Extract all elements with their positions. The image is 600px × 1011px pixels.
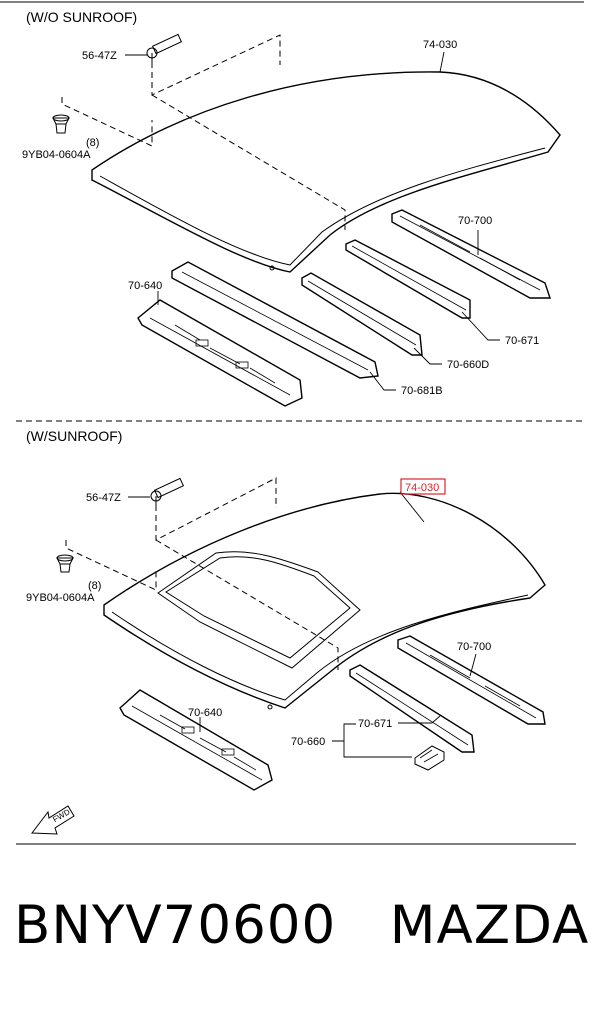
footer-brand: MAZDA — [389, 895, 590, 956]
label-9yb04-0604a: 9YB04-0604A — [22, 149, 91, 161]
rail-70-700-top — [391, 209, 551, 299]
label-74-030-highlight: 74-030 — [405, 482, 439, 494]
label-70-640-top: 70-640 — [128, 280, 162, 292]
header-panel-70-640-top — [137, 299, 303, 407]
rail-70-660-bottom — [349, 664, 475, 753]
bracket-70-671-bottom — [414, 745, 445, 771]
section-heading-no-sunroof: (W/O SUNROOF) — [26, 9, 137, 25]
highlight-box — [400, 478, 446, 495]
label-qty-8: (8) — [86, 137, 99, 149]
label-74-030-top: 74-030 — [423, 39, 457, 51]
label-70-700-bottom: 70-700 — [457, 641, 491, 653]
fastener-56-47z-icon — [146, 33, 183, 62]
fastener-56-47z-icon-bottom — [150, 477, 185, 505]
label-70-660-bottom: 70-660 — [291, 736, 325, 748]
label-70-700-top: 70-700 — [458, 215, 492, 227]
clip-9yb04-icon-bottom — [56, 554, 74, 573]
clip-9yb04-icon — [52, 114, 70, 134]
label-56-47z: 56-47Z — [82, 50, 117, 62]
label-9yb04-0604a-bottom: 9YB04-0604A — [26, 592, 95, 604]
section-heading-sunroof: (W/SUNROOF) — [26, 428, 122, 444]
label-56-47z-bottom: 56-47Z — [86, 492, 121, 504]
fwd-label: FWD — [51, 807, 71, 824]
rail-70-671-top — [345, 239, 471, 319]
header-panel-70-640-bottom — [119, 689, 273, 791]
label-70-671-bottom: 70-671 — [358, 718, 392, 730]
label-70-671-top: 70-671 — [505, 335, 539, 347]
roof-panel-no-sunroof — [91, 71, 561, 273]
label-70-640-bottom: 70-640 — [188, 707, 222, 719]
label-qty-8-bottom: (8) — [88, 580, 101, 592]
label-70-660d: 70-660D — [447, 359, 489, 371]
footer-part-number: BNYV70600 — [14, 895, 337, 956]
rail-70-681b-top — [171, 261, 379, 379]
rail-70-700-bottom — [397, 635, 546, 725]
rail-70-660d-top — [301, 272, 423, 356]
footer-caption: BNYV70600 MAZDA — [14, 895, 589, 956]
label-70-681b: 70-681B — [401, 385, 443, 397]
roof-panel-sunroof — [103, 492, 546, 710]
fwd-arrow-icon: FWD — [31, 805, 75, 835]
